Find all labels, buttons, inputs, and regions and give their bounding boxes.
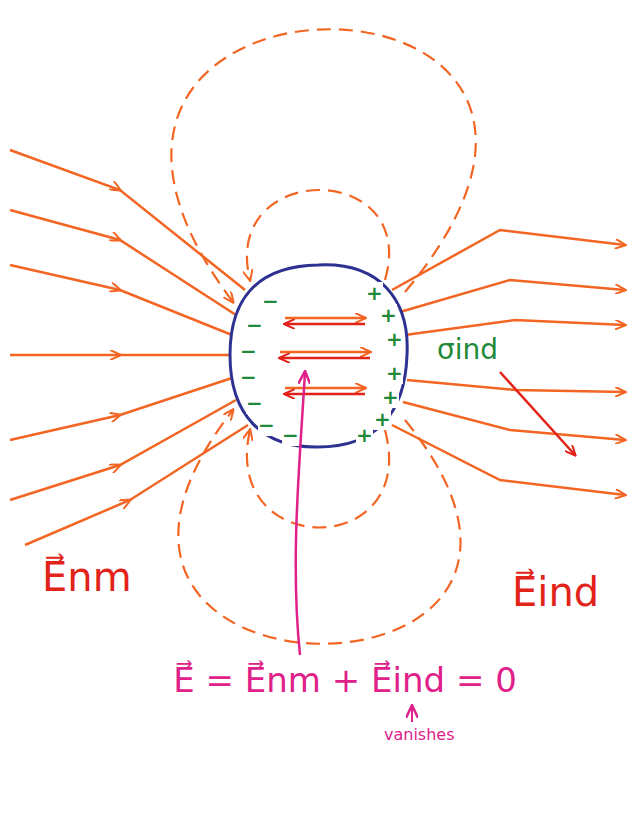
charge-sign: − (258, 414, 275, 436)
charge-sign: + (380, 304, 397, 326)
charge-sign: + (356, 424, 373, 446)
conductor-outline (230, 265, 407, 447)
field-label: E⃗nm (40, 555, 134, 599)
charge-sign: − (240, 366, 257, 388)
leader-arrow (500, 372, 575, 455)
charge-sign: + (382, 386, 399, 408)
charge-sign: − (262, 290, 279, 312)
charge-sign: − (282, 424, 299, 446)
charge-sign: − (240, 340, 257, 362)
external-field-lines (10, 150, 625, 545)
field-label: E⃗ind (510, 570, 601, 614)
charge-sign: + (366, 282, 383, 304)
charge-sign: − (246, 392, 263, 414)
charge-sign: − (246, 314, 263, 336)
note: vanishes (382, 726, 457, 744)
induced-field-loops (171, 29, 475, 644)
charge-sign: + (386, 362, 403, 384)
inside-fields (280, 318, 370, 394)
charge-density-label: σind (435, 335, 500, 366)
leader-arrow (296, 372, 305, 655)
charge-sign: + (374, 408, 391, 430)
leader-arrow (411, 706, 413, 722)
charge-sign: + (386, 328, 403, 350)
equation: E⃗ = E⃗nm + E⃗ind = 0 (171, 662, 519, 699)
